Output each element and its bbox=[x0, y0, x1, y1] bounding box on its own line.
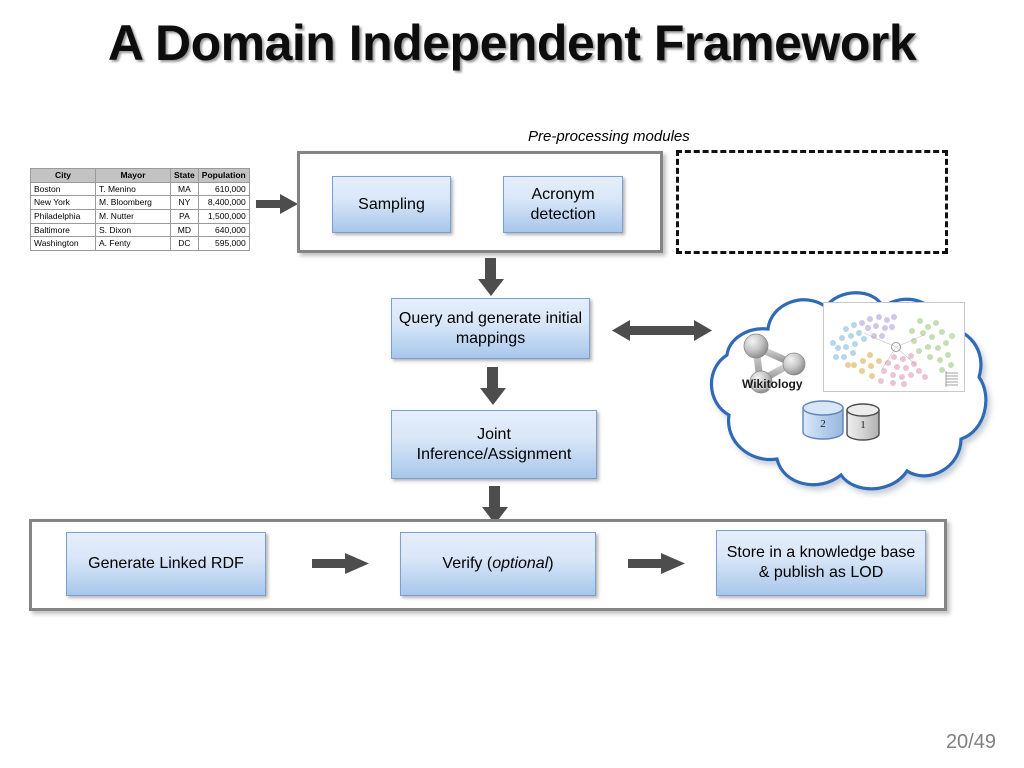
cell-population: 640,000 bbox=[197, 222, 250, 238]
cell-state: MA bbox=[170, 181, 199, 197]
source-data-table: City Mayor State Population Boston T. Me… bbox=[30, 168, 250, 251]
arrow-joint-to-output bbox=[482, 486, 508, 524]
arrow-preprocessing-to-query bbox=[478, 258, 504, 296]
knowledge-cloud: Wikitology bbox=[693, 281, 998, 502]
preprocessing-extension-placeholder bbox=[676, 150, 948, 254]
output-step-store-kb[interactable]: Store in a knowledge base & publish as L… bbox=[716, 530, 926, 596]
cell-state: PA bbox=[170, 208, 199, 224]
output-step-verify-label: Verify (optional) bbox=[442, 554, 553, 574]
svg-text:2: 2 bbox=[820, 418, 826, 430]
arrow-query-cloud-bidirectional bbox=[612, 320, 712, 341]
cell-city: Baltimore bbox=[30, 222, 96, 238]
module-sampling-label: Sampling bbox=[358, 195, 425, 213]
table-row: Baltimore S. Dixon MD 640,000 bbox=[30, 222, 250, 238]
column-header-state: State bbox=[170, 168, 199, 183]
arrow-table-to-preprocessing bbox=[256, 194, 298, 214]
column-header-population: Population bbox=[197, 168, 250, 183]
module-sampling[interactable]: Sampling bbox=[332, 176, 451, 233]
page-number: 20/49 bbox=[945, 731, 996, 753]
arrow-rdf-to-verify bbox=[312, 553, 369, 574]
table-row: New York M. Bloomberg NY 8,400,000 bbox=[30, 195, 250, 210]
table-row: Washington A. Fenty DC 595,000 bbox=[30, 236, 250, 251]
network-graph-thumbnail bbox=[823, 302, 965, 392]
cell-state: MD bbox=[170, 222, 199, 238]
table-header-row: City Mayor State Population bbox=[30, 168, 250, 183]
output-step-verify[interactable]: Verify (optional) bbox=[400, 532, 596, 596]
cell-mayor: A. Fenty bbox=[95, 236, 171, 251]
module-acronym-detection[interactable]: Acronym detection bbox=[503, 176, 623, 233]
cell-population: 595,000 bbox=[197, 236, 250, 251]
cell-city: Philadelphia bbox=[30, 208, 96, 224]
verify-suffix: ) bbox=[548, 555, 554, 572]
cell-city: Washington bbox=[30, 236, 96, 251]
verify-prefix: Verify ( bbox=[442, 555, 493, 572]
arrow-verify-to-store bbox=[628, 553, 685, 574]
stage-joint-inference-label: Joint Inference/Assignment bbox=[416, 425, 572, 463]
module-acronym-detection-label: Acronym detection bbox=[530, 185, 596, 223]
table-row: Philadelphia M. Nutter PA 1,500,000 bbox=[30, 208, 250, 224]
preprocessing-caption: Pre-processing modules bbox=[528, 128, 690, 145]
wikitology-label: Wikitology bbox=[742, 377, 803, 391]
cell-city: Boston bbox=[30, 181, 96, 197]
cell-state: DC bbox=[170, 236, 199, 251]
verify-optional-em: optional bbox=[492, 555, 549, 572]
cell-mayor: M. Bloomberg bbox=[95, 195, 171, 210]
output-step-generate-rdf-label: Generate Linked RDF bbox=[88, 555, 244, 572]
output-step-generate-rdf[interactable]: Generate Linked RDF bbox=[66, 532, 266, 596]
cell-population: 8,400,000 bbox=[197, 195, 250, 210]
wikitology-logo-icon bbox=[743, 333, 806, 394]
database-cylinder-2: 2 bbox=[802, 400, 844, 440]
stage-query-and-generate[interactable]: Query and generate initial mappings bbox=[391, 298, 590, 359]
column-header-city: City bbox=[30, 168, 96, 183]
stage-joint-inference[interactable]: Joint Inference/Assignment bbox=[391, 410, 597, 479]
output-step-store-kb-label: Store in a knowledge base & publish as L… bbox=[726, 544, 916, 581]
table-row: Boston T. Menino MA 610,000 bbox=[30, 181, 250, 197]
cell-mayor: T. Menino bbox=[95, 181, 171, 197]
cell-state: NY bbox=[170, 195, 199, 210]
cell-population: 1,500,000 bbox=[197, 208, 250, 224]
cell-population: 610,000 bbox=[197, 181, 250, 197]
database-cylinder-1: 1 bbox=[846, 403, 880, 441]
svg-text:1: 1 bbox=[860, 419, 866, 431]
stage-query-and-generate-label: Query and generate initial mappings bbox=[398, 309, 583, 347]
column-header-mayor: Mayor bbox=[95, 168, 171, 183]
cell-mayor: M. Nutter bbox=[95, 208, 171, 224]
arrow-query-to-joint bbox=[480, 367, 506, 405]
radial-cluster-graph-icon bbox=[830, 314, 958, 387]
cell-city: New York bbox=[30, 195, 96, 210]
database-cylinders-icon: 2 1 bbox=[802, 400, 880, 441]
page-title: A Domain Independent Framework bbox=[107, 15, 917, 71]
cell-mayor: S. Dixon bbox=[95, 222, 171, 238]
